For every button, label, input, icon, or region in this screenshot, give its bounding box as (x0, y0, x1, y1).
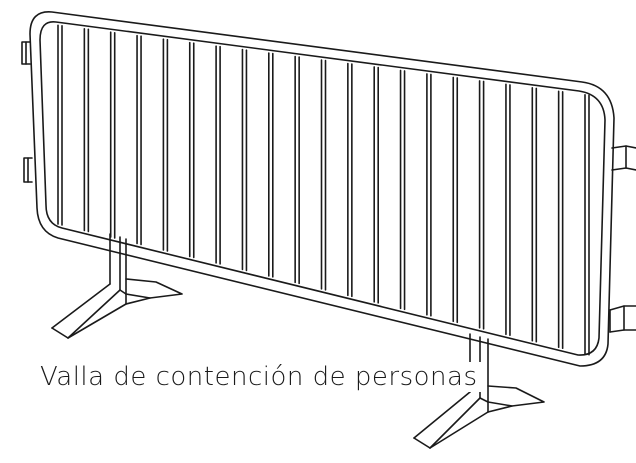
left-foot (52, 234, 182, 338)
barrier-bar (480, 81, 484, 329)
barrier-bar (84, 29, 88, 232)
right-connector-bottom (610, 306, 636, 332)
barrier-bar (532, 88, 536, 342)
left-hinge-bottom (24, 158, 32, 182)
barrier-bar (242, 50, 246, 271)
frame-outer (30, 12, 614, 366)
barrier-bar (559, 91, 563, 348)
left-hinge-top (22, 42, 30, 64)
barrier-bar (295, 57, 299, 284)
vertical-bars (58, 25, 589, 354)
barrier-bar (506, 84, 510, 335)
caption-label: Valla de contención de personas (40, 362, 482, 392)
barrier-bar (190, 43, 194, 258)
barrier-bar (374, 67, 378, 303)
barrier-bar (348, 64, 352, 297)
barrier-bar (401, 70, 405, 309)
right-foot (414, 334, 544, 448)
barrier-bar (58, 25, 62, 225)
barrier-bar (269, 53, 273, 277)
barrier-bar (322, 60, 326, 290)
barrier-bar (216, 46, 220, 264)
barrier-bar (111, 32, 115, 238)
barrier-bar (453, 77, 457, 322)
barrier-bar (137, 36, 141, 245)
barrier-bar (163, 39, 167, 251)
barrier-bar (585, 95, 589, 355)
barrier-bar (427, 74, 431, 316)
right-connector-top (612, 146, 636, 170)
frame-inner (40, 22, 605, 355)
